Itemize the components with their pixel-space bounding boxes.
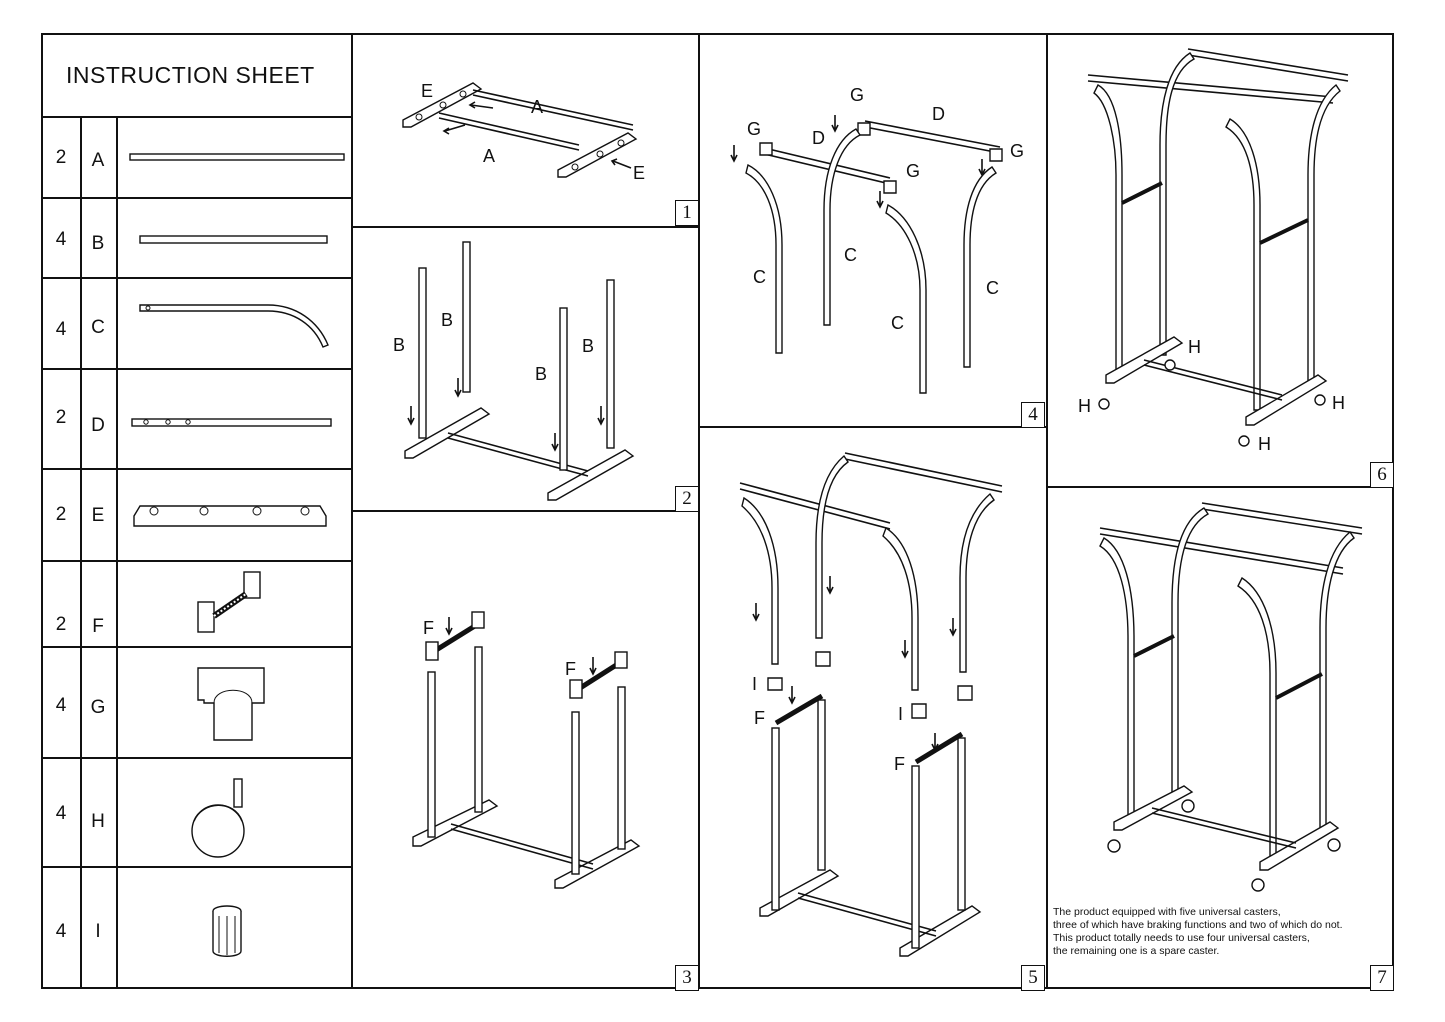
- divider: [41, 560, 352, 562]
- divider: [698, 426, 1047, 428]
- divider: [351, 510, 699, 512]
- note-line: This product totally needs to use four u…: [1053, 932, 1310, 944]
- step-label: D: [812, 128, 825, 148]
- step-label: F: [423, 618, 434, 638]
- sheet-frame: [41, 33, 1394, 989]
- step-1-diagram: E A A E: [402, 81, 645, 183]
- step-label: A: [483, 146, 495, 166]
- connector-icon: [197, 667, 265, 741]
- step-label: C: [986, 278, 999, 298]
- step-5-diagram: I F I F: [739, 452, 1003, 957]
- part-code: G: [90, 697, 106, 718]
- divider: [41, 468, 352, 470]
- divider: [41, 646, 352, 648]
- foot-base-icon: [133, 505, 327, 527]
- step-label: G: [850, 85, 864, 105]
- divider: [41, 368, 352, 370]
- divider: [41, 757, 352, 759]
- part-code: C: [91, 317, 105, 338]
- step-label: H: [1258, 434, 1271, 454]
- step-label: H: [1332, 393, 1345, 413]
- step-label: B: [582, 336, 594, 356]
- divider: [351, 226, 699, 228]
- part-qty: 2: [55, 614, 67, 635]
- note-line: The product equipped with five universal…: [1053, 906, 1281, 918]
- step-label: E: [633, 163, 645, 183]
- part-code: B: [91, 233, 105, 254]
- part-qty: 4: [55, 695, 67, 716]
- step-3-diagram: F F: [412, 611, 641, 889]
- step-number: 2: [675, 486, 699, 512]
- part-qty: 4: [55, 921, 67, 942]
- curved-tube-icon: [139, 304, 329, 348]
- step-label: H: [1078, 396, 1091, 416]
- drilled-tube-icon: [131, 418, 332, 427]
- part-qty: 2: [55, 407, 67, 428]
- step-label: C: [753, 267, 766, 287]
- caster-wheel-icon: [191, 778, 245, 858]
- step-label: B: [393, 335, 405, 355]
- step-number: 1: [675, 200, 699, 226]
- step-label: G: [747, 119, 761, 139]
- step-label: F: [754, 708, 765, 728]
- note-line: the remaining one is a spare caster.: [1053, 945, 1220, 957]
- step-number: 3: [675, 965, 699, 991]
- step-label: E: [421, 81, 433, 101]
- part-qty: 4: [55, 229, 67, 250]
- step-label: F: [565, 659, 576, 679]
- step-number: 6: [1370, 462, 1394, 488]
- step-number: 7: [1370, 965, 1394, 991]
- step-label: D: [932, 104, 945, 124]
- part-code: A: [91, 150, 105, 171]
- tube-b: [418, 241, 615, 471]
- step-4-diagram: G G D D G G C C C C: [730, 85, 1024, 394]
- step-label: F: [894, 754, 905, 774]
- part-code: E: [91, 505, 105, 526]
- part-qty: 4: [55, 319, 67, 340]
- part-code: F: [92, 616, 104, 637]
- short-tube-icon: [139, 235, 328, 244]
- part-qty: 2: [55, 504, 67, 525]
- height-adjuster-icon: [197, 571, 261, 633]
- part-code: D: [91, 415, 105, 436]
- divider: [41, 116, 352, 118]
- step-2-diagram: B B B B: [393, 241, 635, 501]
- step-label: I: [898, 704, 903, 724]
- step-label: B: [441, 310, 453, 330]
- step-label: C: [891, 313, 904, 333]
- divider: [116, 117, 118, 989]
- part-code: H: [91, 811, 105, 832]
- step-label: A: [531, 97, 543, 117]
- divider: [41, 866, 352, 868]
- step-6-diagram: H H H H: [1078, 48, 1349, 454]
- step-label: H: [1188, 337, 1201, 357]
- divider: [698, 33, 700, 989]
- step-label: G: [906, 161, 920, 181]
- end-cap-icon: [212, 905, 242, 957]
- step-number: 4: [1021, 402, 1045, 428]
- step-label: G: [1010, 141, 1024, 161]
- divider: [80, 117, 82, 989]
- step-label: C: [844, 245, 857, 265]
- step-label: B: [535, 364, 547, 384]
- part-qty: 2: [55, 147, 67, 168]
- divider: [41, 197, 352, 199]
- divider: [1046, 33, 1048, 989]
- sheet-title: INSTRUCTION SHEET: [66, 62, 315, 88]
- part-qty: 4: [55, 803, 67, 824]
- note-line: three of which have braking functions an…: [1053, 919, 1343, 931]
- part-code: I: [95, 921, 101, 942]
- step-number: 5: [1021, 965, 1045, 991]
- divider: [41, 277, 352, 279]
- caster-note: The product equipped with five universal…: [1053, 906, 1388, 958]
- step-7-diagram: [1099, 502, 1363, 892]
- straight-tube-icon: [129, 153, 345, 161]
- divider: [1046, 486, 1394, 488]
- step-label: I: [752, 674, 757, 694]
